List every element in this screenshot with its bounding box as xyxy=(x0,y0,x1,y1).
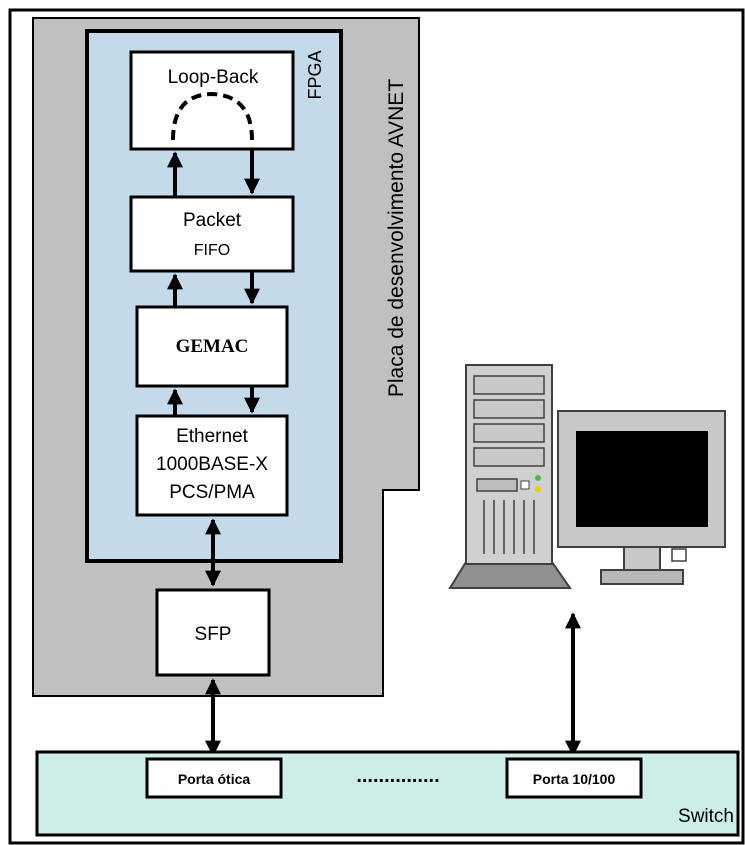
gemac-block xyxy=(135,305,289,388)
loopback-label: Loop-Back xyxy=(168,67,259,88)
packet-fifo-label-line1: Packet xyxy=(183,210,242,231)
sfp-block xyxy=(155,588,271,677)
gemac-label: GEMAC xyxy=(176,336,249,357)
ethernet-label-line2: 1000BASE-X xyxy=(156,454,268,475)
packet-fifo-block xyxy=(129,195,295,273)
port-dots: ............... xyxy=(356,765,439,787)
board-label: Placa de desenvolvimento AVNET xyxy=(385,79,408,397)
port-optical-label: Porta ótica xyxy=(178,771,251,787)
sfp-label: SFP xyxy=(195,624,232,645)
packet-fifo-label-line2: FIFO xyxy=(194,242,230,259)
monitor-icon xyxy=(557,410,726,585)
desktop-tower-icon xyxy=(448,364,572,589)
port-optical xyxy=(145,757,283,799)
loopback-block xyxy=(129,50,295,151)
port-10-100-label: Porta 10/100 xyxy=(533,771,616,787)
loopback-dashed-arc xyxy=(171,91,254,141)
port-10-100 xyxy=(505,757,643,799)
ethernet-block xyxy=(135,414,289,517)
switch-label: Switch xyxy=(678,806,734,827)
fpga-label: FPGA xyxy=(305,50,325,99)
ethernet-label-line3: PCS/PMA xyxy=(169,482,255,503)
ethernet-label-line1: Ethernet xyxy=(176,426,249,447)
